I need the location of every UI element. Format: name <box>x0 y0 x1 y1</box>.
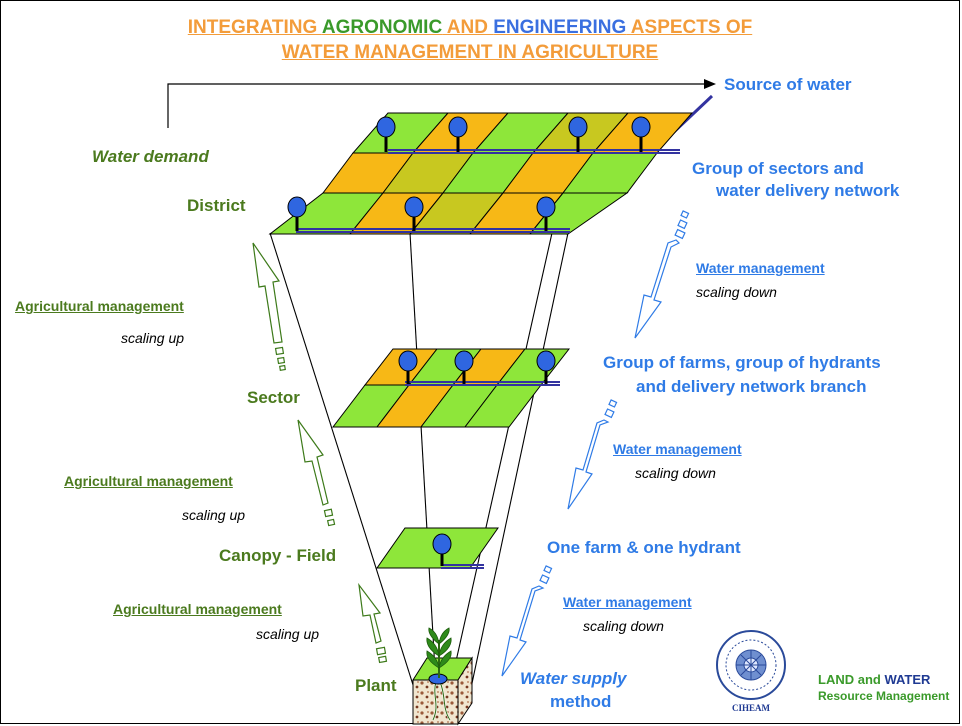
scaling-down-arrow-2 <box>567 399 618 510</box>
title-engineering: ENGINEERING <box>493 17 627 38</box>
sector-pipes <box>405 381 560 386</box>
title-line-1: INTEGRATING AGRONOMIC AND ENGINEERING AS… <box>110 17 830 39</box>
title-text: ASPECTS OF <box>626 17 753 38</box>
district-hydrants <box>287 116 651 218</box>
demand-to-source-arrow <box>167 79 716 128</box>
pyramid-lines <box>269 232 569 689</box>
scaling-down-arrow-1 <box>634 210 690 339</box>
title-agronomic: AGRONOMIC <box>321 17 443 38</box>
water-management-label-3: Water management <box>563 594 692 610</box>
water-text: WATER <box>884 672 931 687</box>
scaling-down-label-1: scaling down <box>696 284 777 300</box>
canopy-field-label: Canopy - Field <box>219 546 337 565</box>
group-of-sectors-label-line-2: water delivery network <box>716 181 900 200</box>
sector-label: Sector <box>247 388 300 407</box>
scaling-down-label-2: scaling down <box>635 465 716 481</box>
title-text: INTEGRATING <box>187 17 322 38</box>
plant-block <box>412 656 473 726</box>
ciheam-seal <box>716 630 786 700</box>
agri-management-label-2: Agricultural management <box>64 473 233 489</box>
sector-field <box>331 348 571 428</box>
land-text: LAND <box>818 672 855 687</box>
source-of-water-label: Source of water <box>724 75 852 94</box>
one-farm-label: One farm & one hydrant <box>547 538 741 557</box>
title-line-2: WATER MANAGEMENT IN AGRICULTURE <box>281 42 659 63</box>
and-text: and <box>854 672 885 687</box>
plant-label: Plant <box>355 676 397 695</box>
resource-management-label: Resource Management <box>818 689 950 703</box>
sector-hydrants <box>398 350 556 372</box>
water-management-label-2: Water management <box>613 441 742 457</box>
water-supply-label-line-2: method <box>550 692 612 711</box>
scaling-up-arrow-1 <box>252 242 286 371</box>
canopy-hydrant <box>432 533 452 555</box>
scaling-up-arrow-3 <box>358 582 388 664</box>
water-management-label-1: Water management <box>696 260 825 276</box>
canopy-pipe <box>441 564 484 569</box>
land-water-label: LAND and WATER <box>818 672 931 688</box>
scaling-up-label-1: scaling up <box>121 330 185 346</box>
scaling-down-label-3: scaling down <box>583 618 664 634</box>
scaling-up-label-3: scaling up <box>256 626 320 642</box>
agri-management-label-3: Agricultural management <box>113 601 282 617</box>
group-of-farms-label-line-1: Group of farms, group of hydrants <box>603 353 881 372</box>
water-supply-label-line-1: Water supply <box>520 669 627 688</box>
plant-icon <box>426 627 452 678</box>
group-of-farms-label-line-2: and delivery network branch <box>636 377 867 396</box>
ciheam-label: CIHEAM <box>732 703 770 713</box>
scaling-up-arrow-2 <box>297 419 336 527</box>
scaling-down-arrow-3 <box>501 565 553 677</box>
scaling-up-label-2: scaling up <box>182 507 246 523</box>
district-label: District <box>187 196 246 215</box>
title-text: AND <box>442 17 494 38</box>
agri-management-label-1: Agricultural management <box>15 298 184 314</box>
district-pipes <box>296 149 680 233</box>
group-of-sectors-label-line-1: Group of sectors and <box>692 159 864 178</box>
district-field <box>268 112 694 235</box>
water-demand-label: Water demand <box>92 147 209 166</box>
